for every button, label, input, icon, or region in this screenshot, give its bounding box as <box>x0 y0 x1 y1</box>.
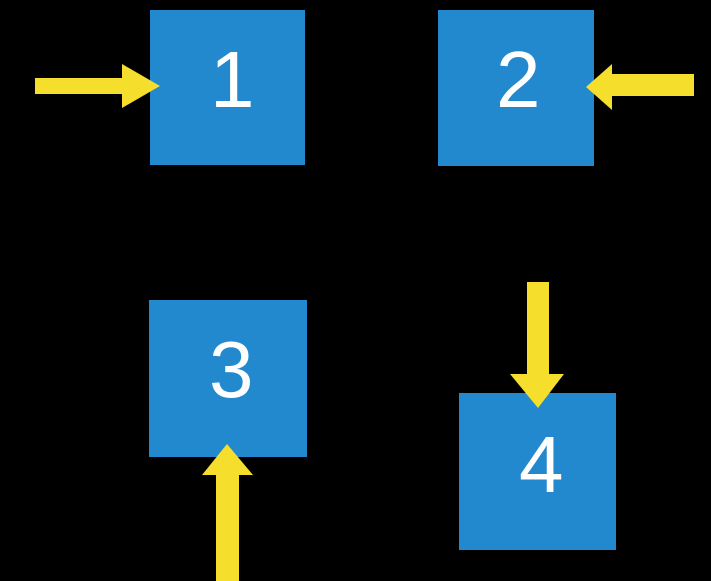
box-1[interactable]: 1 <box>150 10 305 165</box>
arrow-down-icon <box>510 282 564 408</box>
box-4-label: 4 <box>519 420 564 509</box>
box-3-label: 3 <box>209 325 254 414</box>
arrow-up-icon <box>202 444 253 581</box>
arrow-right-icon <box>35 64 160 108</box>
box-3[interactable]: 3 <box>149 300 307 457</box>
box-2[interactable]: 2 <box>438 10 594 166</box>
arrow-left-icon <box>586 64 694 110</box>
box-1-label: 1 <box>210 35 255 124</box>
box-4[interactable]: 4 <box>459 393 616 550</box>
box-2-label: 2 <box>496 35 541 124</box>
